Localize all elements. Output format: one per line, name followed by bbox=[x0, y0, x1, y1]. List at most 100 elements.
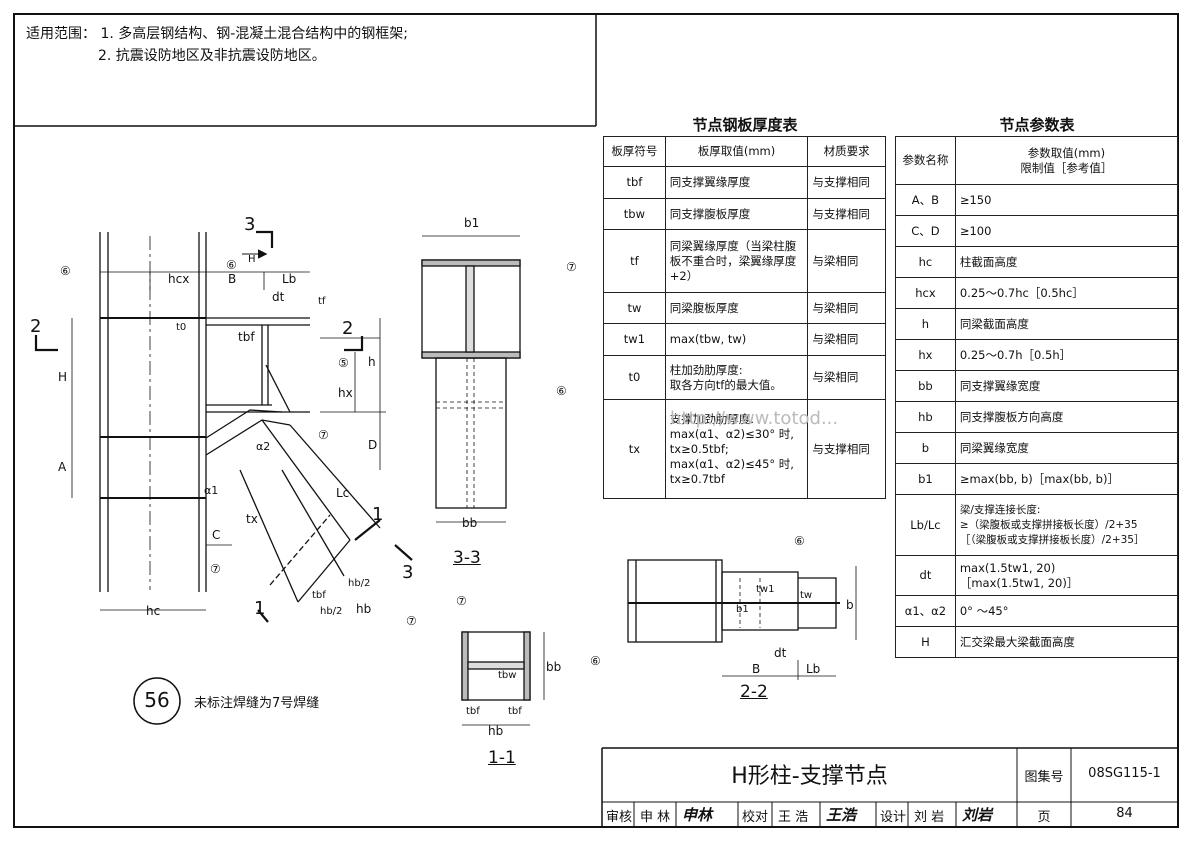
table-row: C、D≥100 bbox=[895, 215, 1179, 247]
dim-label: h bbox=[368, 355, 376, 369]
dim-label: hb bbox=[356, 602, 372, 616]
dim-label: t0 bbox=[176, 322, 187, 333]
name-cell: α1、α2 bbox=[895, 595, 956, 627]
cut-mark: 2 bbox=[342, 318, 354, 339]
name-cell: hx bbox=[895, 339, 956, 371]
dim-label: hc bbox=[146, 604, 161, 618]
arrow-h-label: H bbox=[248, 254, 256, 265]
dim-label: Lb bbox=[282, 272, 297, 286]
dim-label: bb bbox=[546, 660, 562, 674]
angle-label: α2 bbox=[256, 440, 271, 453]
cut-mark: 2 bbox=[30, 316, 42, 337]
dim-label: tf bbox=[318, 296, 326, 307]
section-label-2-2: 2-2 bbox=[740, 682, 768, 702]
design-label: 设计 bbox=[880, 810, 907, 825]
dim-label: tbf bbox=[466, 706, 480, 717]
section-label-1-1: 1-1 bbox=[488, 748, 516, 768]
atlas-label: 图集号 bbox=[1024, 770, 1064, 785]
dim-label: B bbox=[228, 272, 237, 286]
header-cell: 参数名称 bbox=[895, 136, 956, 185]
section-label-3-3: 3-3 bbox=[453, 548, 481, 568]
value-cell: 同支撑翼缘厚度 bbox=[664, 166, 809, 199]
dim-label: hcx bbox=[168, 272, 190, 286]
value-cell: 同支撑腹板厚度 bbox=[664, 198, 809, 230]
designer-signature: 刘岩 bbox=[962, 806, 993, 824]
dim-label: B bbox=[752, 662, 761, 676]
dim-label: bb bbox=[462, 516, 478, 530]
param-table-header: 参数名称 参数取值(mm) 限制值［参考值］ bbox=[895, 136, 1179, 185]
scope-item-2: 2. 抗震设防地区及非抗震设防地区。 bbox=[98, 48, 326, 64]
atlas-number: 08SG115-1 bbox=[1088, 766, 1161, 781]
dim-label: b bbox=[846, 598, 854, 612]
note-number: 56 bbox=[144, 688, 170, 712]
sym-cell: tbf bbox=[603, 166, 666, 199]
weld-mark: ⑥ bbox=[60, 264, 71, 278]
dim-label: dt bbox=[272, 290, 285, 304]
weld-mark: ⑦ bbox=[210, 562, 221, 576]
scope-item-1: 1. 多高层钢结构、钢-混凝土混合结构中的钢框架; bbox=[100, 26, 409, 42]
name-cell: Lb/Lc bbox=[895, 494, 956, 556]
weld-mark: ⑦ bbox=[566, 260, 577, 274]
scope-block: 适用范围： 1. 多高层钢结构、钢-混凝土混合结构中的钢框架; bbox=[26, 24, 408, 44]
weld-mark: ⑥ bbox=[590, 654, 601, 668]
dim-label: Lb bbox=[806, 662, 821, 676]
value-cell: 柱截面高度 bbox=[954, 246, 1179, 278]
name-cell: hc bbox=[895, 246, 956, 278]
cut-mark: 3 bbox=[244, 214, 256, 235]
check-label: 校对 bbox=[742, 810, 769, 825]
sym-cell: tf bbox=[603, 229, 666, 293]
value-cell: 柱加劲肋厚度: 取各方向tf的最大值。 bbox=[664, 355, 809, 400]
mat-cell: 与梁相同 bbox=[807, 292, 886, 324]
dim-label: tbf bbox=[508, 706, 522, 717]
dim-label: C bbox=[212, 528, 221, 542]
checker-name: 王 浩 bbox=[778, 810, 809, 825]
value-cell: 同支撑腹板方向高度 bbox=[954, 401, 1179, 433]
checker-signature: 王浩 bbox=[826, 806, 857, 824]
weld-mark: ⑥ bbox=[556, 384, 567, 398]
value-cell: 汇交梁最大梁截面高度 bbox=[954, 626, 1179, 658]
param-table-title: 节点参数表 bbox=[999, 116, 1075, 134]
sym-cell: tx bbox=[603, 399, 666, 499]
header-cell: 板厚符号 bbox=[603, 136, 666, 167]
name-cell: bb bbox=[895, 370, 956, 402]
dim-label: b1 bbox=[464, 216, 480, 230]
value-cell: 0.25～0.7hc［0.5hc］ bbox=[954, 277, 1179, 309]
dim-label: tbw bbox=[498, 670, 517, 681]
value-cell: 0° ～45° bbox=[954, 595, 1179, 627]
value-cell: 同梁腹板厚度 bbox=[664, 292, 809, 324]
mat-cell: 与支撑相同 bbox=[807, 399, 886, 499]
page-label: 页 bbox=[1037, 810, 1051, 825]
dim-label: hb/2 bbox=[348, 578, 371, 589]
dim-label: tbf bbox=[238, 330, 255, 344]
weld-mark: ⑦ bbox=[318, 428, 329, 442]
header-cell: 材质要求 bbox=[807, 136, 886, 167]
reviewer-name: 申 林 bbox=[640, 810, 671, 825]
cut-mark: 1 bbox=[372, 504, 384, 525]
cut-mark: 1 bbox=[254, 598, 266, 619]
page-number: 84 bbox=[1116, 806, 1133, 821]
dim-label: H bbox=[58, 370, 68, 384]
value-cell: 梁/支撑连接长度: ≥（梁腹板或支撑拼接板长度）/2+35 ［（梁腹板或支撑拼接… bbox=[954, 494, 1179, 556]
dim-label: tx bbox=[246, 512, 258, 526]
mat-cell: 与梁相同 bbox=[807, 323, 886, 356]
dim-label: A bbox=[58, 460, 67, 474]
value-cell: max(tbw, tw) bbox=[664, 323, 809, 356]
drawing-title: H形柱-支撑节点 bbox=[731, 764, 888, 789]
dim-label: hb bbox=[488, 724, 504, 738]
header-cell: 参数取值(mm) 限制值［参考值］ bbox=[954, 136, 1179, 185]
dim-label: tw bbox=[800, 590, 813, 601]
value-cell: ≥100 bbox=[954, 215, 1179, 247]
value-cell: 同梁截面高度 bbox=[954, 308, 1179, 340]
